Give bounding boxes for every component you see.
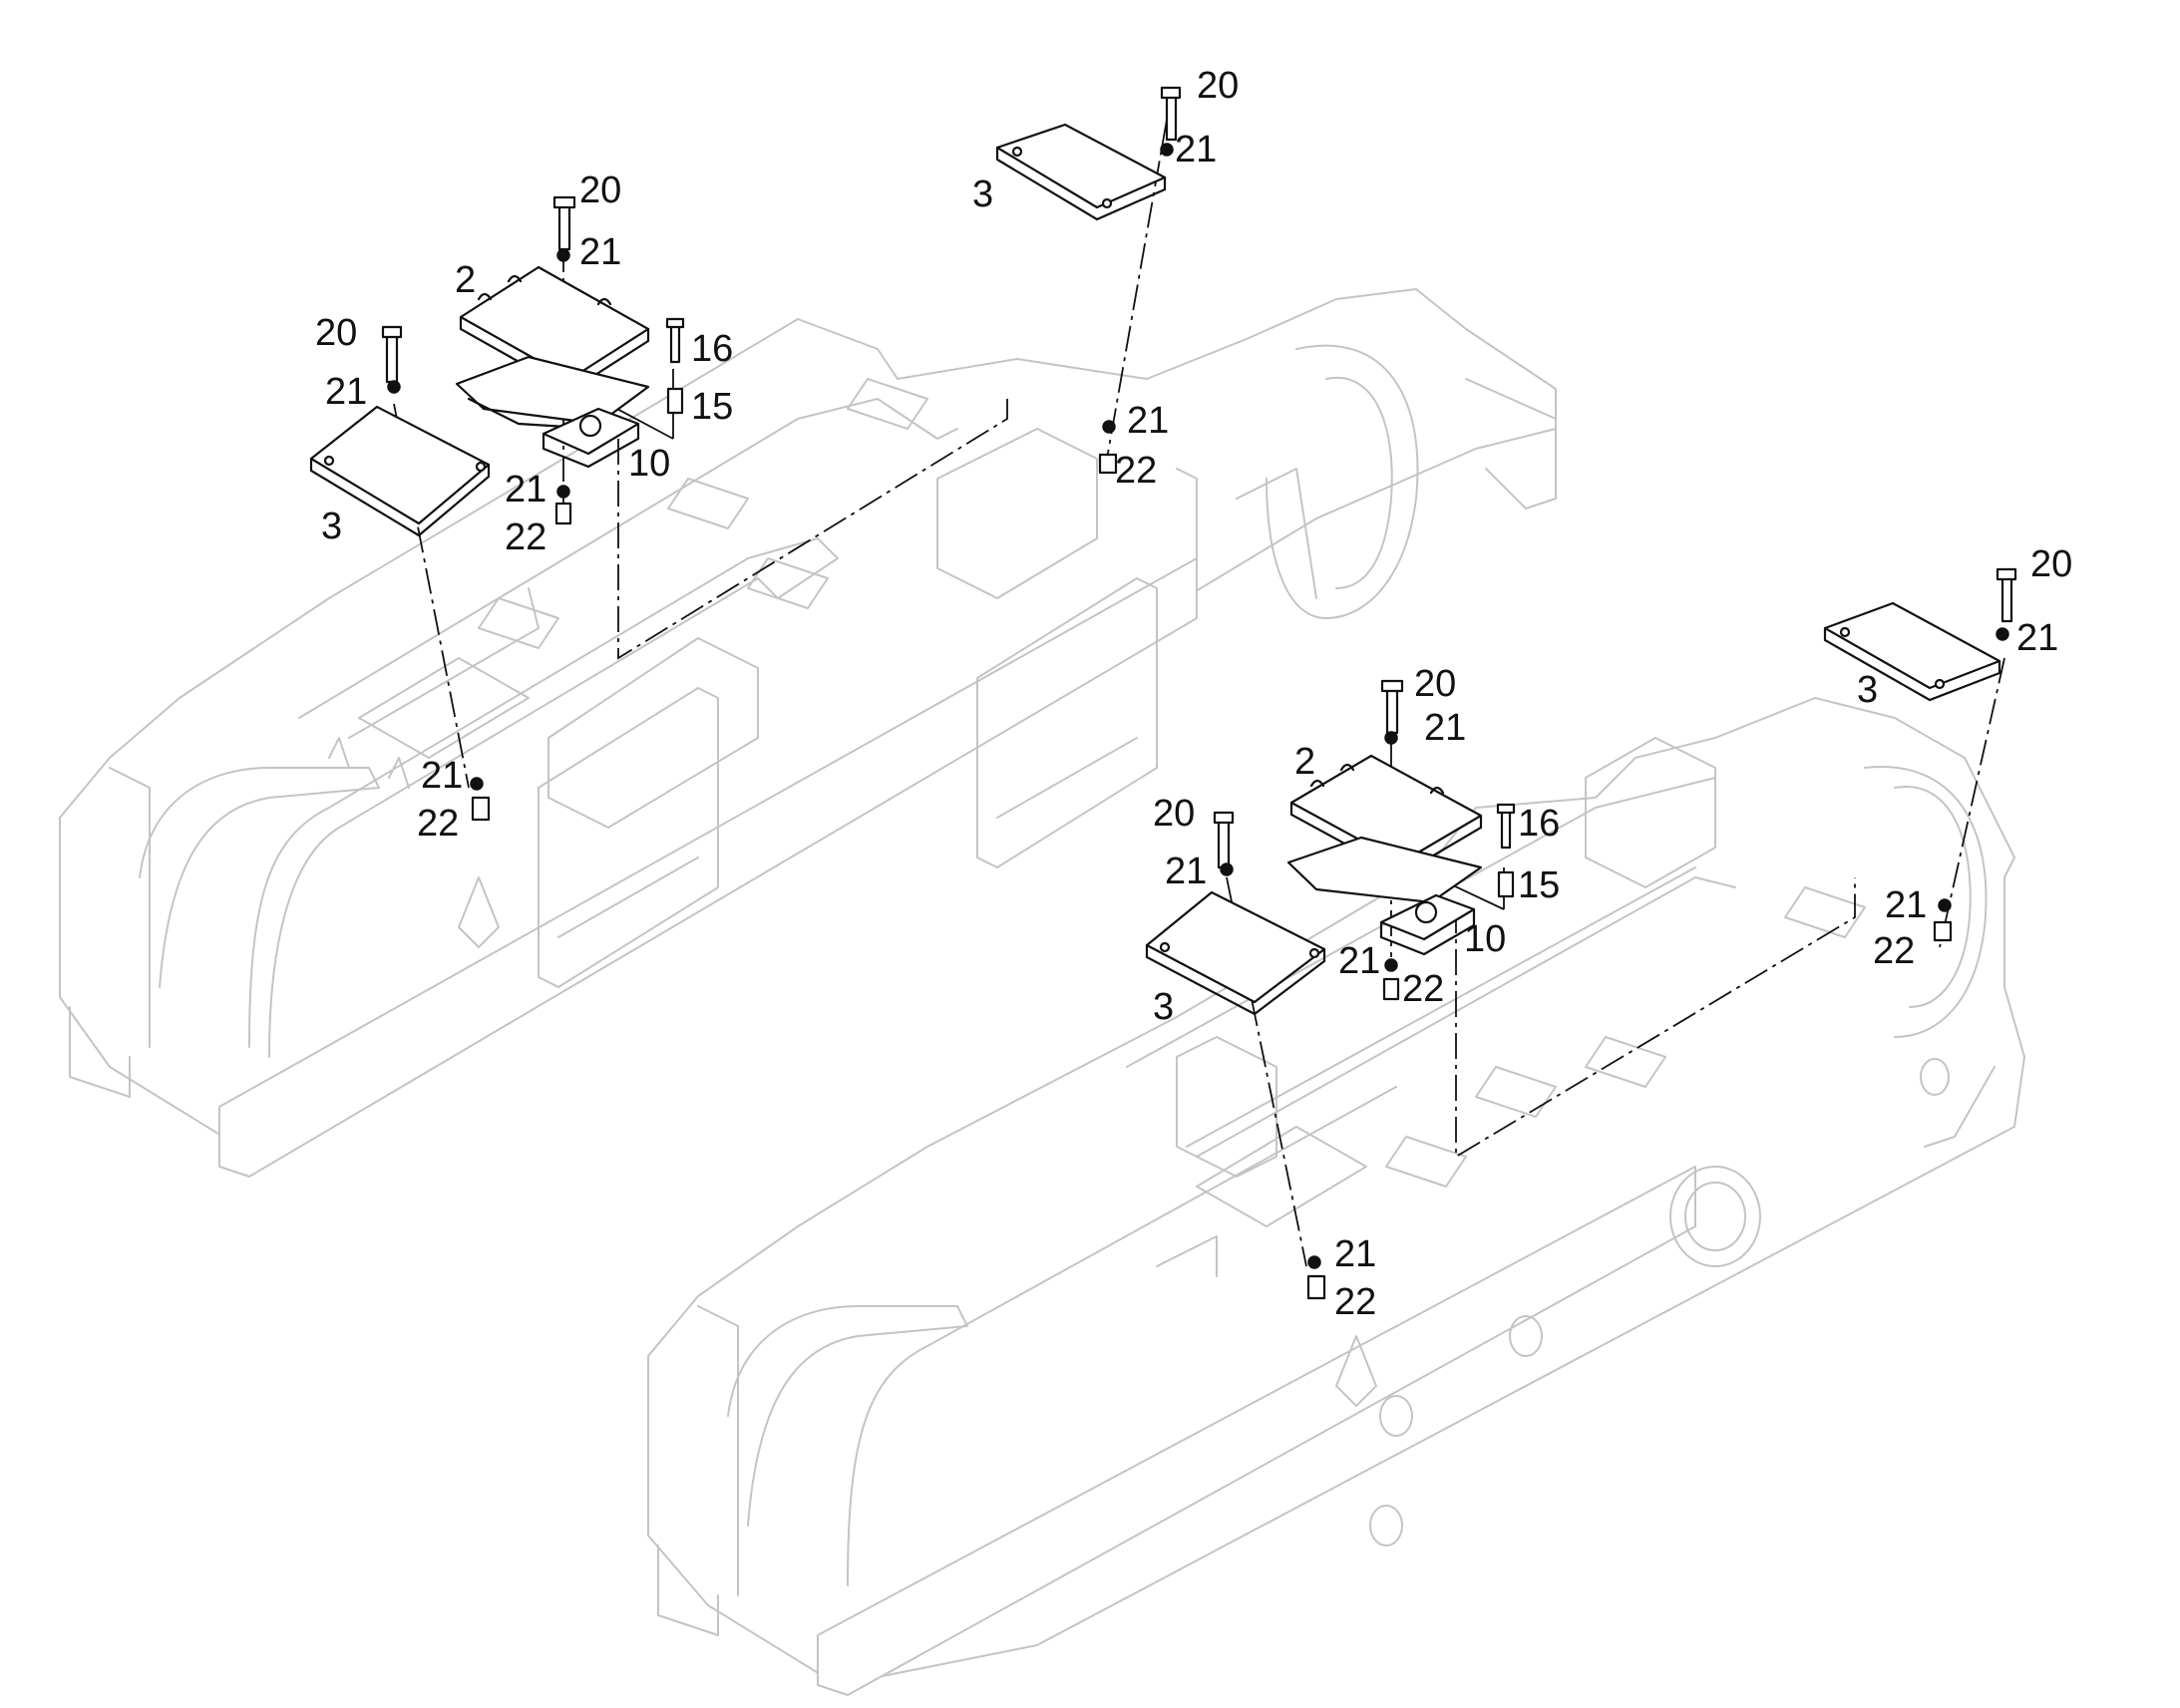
callout-label: 10 — [628, 443, 670, 485]
callout-label: 21 — [325, 371, 367, 413]
washer-21-icon — [1996, 627, 2009, 641]
callout-label: 10 — [1464, 918, 1506, 960]
callout-label: 20 — [315, 312, 357, 354]
washer-21-icon — [1160, 143, 1174, 157]
bolt-16-icon — [1500, 808, 1512, 850]
callout-label: 3 — [972, 173, 993, 215]
cover-plate-3-part — [1823, 601, 2001, 690]
callout-label: 15 — [1518, 864, 1560, 906]
callout-label: 22 — [505, 516, 546, 558]
bolt-20-icon — [1217, 818, 1231, 869]
callout-label: 22 — [1115, 450, 1157, 492]
callout-label: 21 — [1175, 129, 1217, 171]
callout-label: 21 — [1885, 884, 1927, 926]
cover-plate-3-part — [995, 123, 1167, 209]
track-frame-upper-left — [59, 288, 1557, 1178]
bolt-20-icon — [1385, 686, 1399, 735]
callout-label: 16 — [1518, 803, 1560, 845]
callout-label: 22 — [417, 803, 459, 845]
shim-plate-part — [1286, 836, 1483, 904]
callout-label: 21 — [2016, 617, 2058, 659]
callouts-lower-right: 20 21 2 16 15 10 21 22 20 21 3 21 22 20 … — [1153, 543, 2072, 1323]
track-frame-lower-right — [647, 697, 2025, 1696]
nut-22-icon — [1306, 1274, 1326, 1300]
parts-assembly-lower-right — [1145, 567, 2017, 1300]
washer-21-icon — [1307, 1255, 1321, 1269]
callout-label: 22 — [1873, 930, 1915, 972]
callout-label: 20 — [2030, 543, 2072, 585]
callout-label: 21 — [579, 231, 621, 273]
callout-label: 2 — [1294, 741, 1315, 783]
callout-label: 21 — [505, 469, 546, 511]
callout-label: 20 — [579, 170, 621, 211]
nut-22-icon — [1933, 920, 1953, 942]
callout-label: 3 — [1857, 669, 1878, 711]
callout-label: 21 — [1127, 400, 1169, 442]
washer-21-icon — [1102, 420, 1116, 434]
callout-label: 3 — [1153, 986, 1174, 1028]
callout-label: 22 — [1334, 1281, 1376, 1323]
callout-label: 2 — [455, 259, 476, 301]
parts-assembly-upper-left — [309, 86, 1182, 822]
callout-label: 21 — [1424, 707, 1466, 749]
washer-21-icon — [1938, 898, 1952, 912]
washer-21-icon — [556, 485, 570, 499]
washer-21-icon — [470, 777, 484, 791]
callout-label: 3 — [321, 506, 342, 547]
bolt-20-icon — [2000, 574, 2013, 623]
nut-22-icon — [1098, 453, 1118, 475]
callout-label: 22 — [1402, 968, 1444, 1010]
washer-21-icon — [556, 248, 570, 262]
callout-label: 20 — [1153, 793, 1195, 835]
washer-21-icon — [1384, 958, 1398, 972]
callout-label: 21 — [1165, 851, 1207, 892]
washer-21-icon — [387, 380, 401, 394]
nut-22-icon — [471, 796, 491, 822]
bolt-16-icon — [669, 322, 681, 364]
spacer-15-icon — [1497, 870, 1515, 898]
callout-label: 21 — [1334, 1233, 1376, 1275]
nut-22-icon — [554, 502, 572, 525]
nut-22-icon — [1382, 977, 1400, 1001]
callouts-upper-left: 20 21 2 16 15 10 21 22 20 21 3 21 22 20 … — [315, 65, 1239, 845]
callout-label: 15 — [691, 386, 733, 428]
callout-label: 20 — [1197, 65, 1239, 107]
shim-plate-part — [455, 355, 650, 426]
washer-21-icon — [1384, 731, 1398, 745]
cover-plate-2-part — [459, 265, 650, 381]
spacer-15-icon — [666, 387, 684, 415]
bolt-20-icon — [557, 202, 571, 251]
callout-label: 20 — [1414, 663, 1456, 705]
callout-label: 21 — [421, 755, 463, 797]
callout-label: 21 — [1338, 940, 1380, 982]
callout-label: 16 — [691, 328, 733, 370]
bolt-20-icon — [385, 332, 399, 384]
washer-21-icon — [1220, 862, 1234, 876]
